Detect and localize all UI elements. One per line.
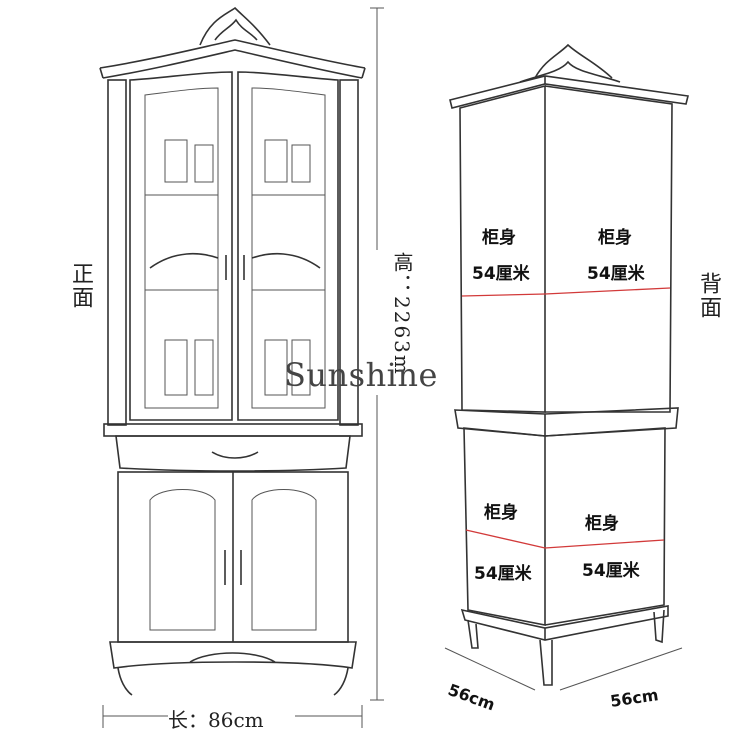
section-size-lower-right: 54厘米 <box>582 561 640 581</box>
section-size-lower-left: 54厘米 <box>474 564 532 584</box>
width-dimension-label: 长：86cm <box>168 708 264 732</box>
section-size-upper-right: 54厘米 <box>587 264 645 284</box>
section-title-upper-left: 柜身 <box>482 228 516 248</box>
watermark-text: Sunshine <box>284 356 438 394</box>
section-title-lower-left: 柜身 <box>484 503 518 523</box>
front-cabinet-drawing <box>99 6 366 696</box>
section-size-upper-left: 54厘米 <box>472 264 530 284</box>
section-title-upper-right: 柜身 <box>598 228 632 248</box>
front-side-label: 正面 <box>68 262 93 310</box>
back-side-label: 背面 <box>696 272 721 320</box>
back-cabinet-drawing <box>449 43 689 686</box>
height-dimension-label: 高：2263m <box>390 252 414 376</box>
section-title-lower-right: 柜身 <box>585 514 619 534</box>
front-dimension-lines <box>102 7 384 728</box>
back-dimension-lines <box>444 647 683 691</box>
